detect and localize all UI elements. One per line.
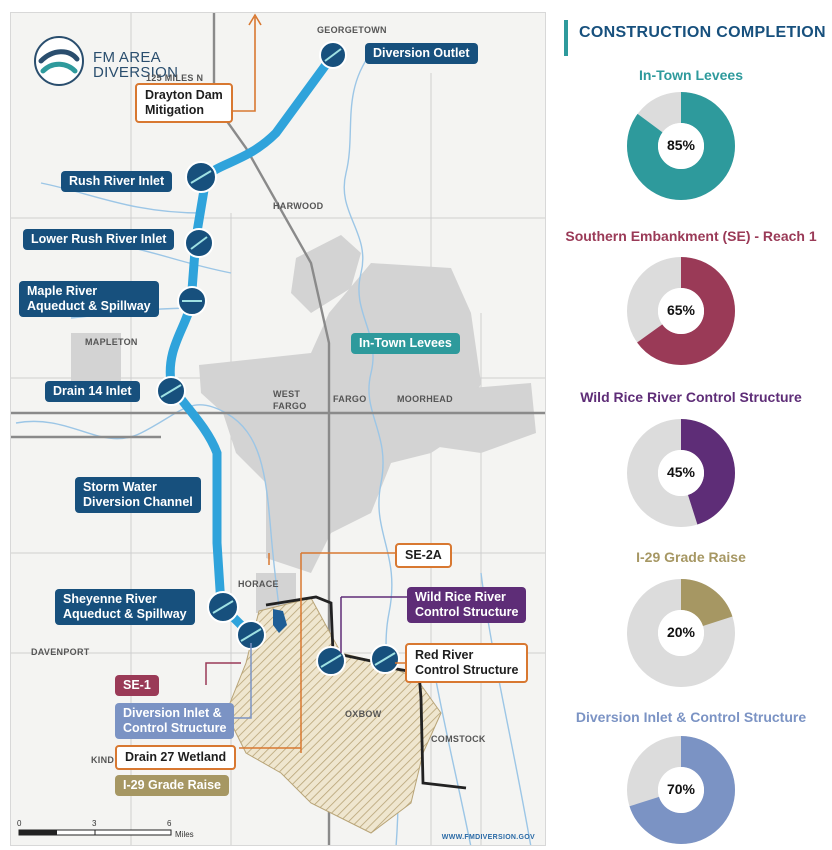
callout-red-river-control-structure: Red River Control Structure: [405, 643, 529, 683]
place-mapleton: MAPLETON: [85, 337, 138, 347]
donut-chart-3: [627, 579, 735, 687]
place-oxbow: OXBOW: [345, 709, 382, 719]
logo-text: FM AREA DIVERSION: [93, 50, 178, 80]
scale-label-3: 3: [92, 819, 97, 828]
project-map: FM AREA DIVERSION GEORGETOWN 125 MILES N…: [10, 12, 546, 846]
callout-i29-grade-raise: I-29 Grade Raise: [115, 775, 229, 796]
place-west-fargo-2: FARGO: [273, 401, 307, 411]
callout-se-1: SE-1: [115, 675, 159, 696]
callout-storm-water-diversion-channel: Storm Water Diversion Channel: [75, 477, 201, 513]
callout-drayton-dam-mitigation: Drayton Dam Mitigation: [135, 83, 233, 123]
callout-sheyenne-river-aqueduct: Sheyenne River Aqueduct & Spillway: [55, 589, 195, 625]
place-kindred: KIND: [91, 755, 115, 765]
scale-label-6: 6: [167, 819, 172, 828]
callout-diversion-outlet: Diversion Outlet: [365, 43, 478, 64]
donut-label-4: 70%: [666, 781, 696, 797]
donut-arc: [627, 419, 735, 527]
map-canvas: [11, 13, 545, 845]
callout-se-2a: SE-2A: [395, 543, 452, 568]
donut-chart-1: [627, 257, 735, 365]
donut-label-2: 45%: [666, 464, 696, 480]
construction-completion-panel: CONSTRUCTION COMPLETION In-Town Levees 8…: [555, 12, 827, 846]
place-georgetown: GEORGETOWN: [317, 25, 387, 35]
donut-arc: [627, 257, 735, 365]
logo-line-2: DIVERSION: [93, 64, 179, 81]
scale-bar: [18, 829, 172, 836]
callout-maple-river-aqueduct: Maple River Aqueduct & Spillway: [19, 281, 159, 317]
donut-arc: [627, 579, 735, 687]
donut-label-0: 85%: [666, 137, 696, 153]
item-title-3: I-29 Grade Raise: [636, 549, 746, 565]
donut-label-1: 65%: [666, 302, 696, 318]
callout-diversion-inlet-control-structure: Diversion Inlet & Control Structure: [115, 703, 235, 739]
place-comstock: COMSTOCK: [431, 734, 486, 744]
website-link[interactable]: WWW.FMDIVERSION.GOV: [441, 834, 535, 841]
donut-chart-2: [627, 419, 735, 527]
place-davenport: DAVENPORT: [31, 647, 90, 657]
place-horace: HORACE: [238, 579, 279, 589]
panel-title: CONSTRUCTION COMPLETION: [579, 24, 826, 41]
diversion-channel: [165, 50, 338, 636]
callout-drain-27-wetland: Drain 27 Wetland: [115, 745, 237, 770]
place-west-fargo-1: WEST: [273, 389, 301, 399]
place-harwood: HARWOOD: [273, 201, 324, 211]
callout-rush-river-inlet: Rush River Inlet: [61, 171, 173, 192]
callout-lower-rush-river-inlet: Lower Rush River Inlet: [23, 229, 175, 250]
structure-marker-detail: [160, 48, 396, 668]
donut-label-3: 20%: [666, 624, 696, 640]
item-title-2: Wild Rice River Control Structure: [580, 389, 802, 405]
logo-line-1: FM AREA: [93, 49, 161, 66]
item-title-1: Southern Embankment (SE) - Reach 1: [565, 228, 817, 244]
item-title-0: In-Town Levees: [639, 67, 743, 83]
place-miles-marker: 125 MILES N: [146, 73, 204, 83]
callout-in-town-levees: In-Town Levees: [351, 333, 460, 354]
logo-symbol: [34, 36, 84, 86]
item-title-4: Diversion Inlet & Control Structure: [575, 709, 807, 725]
structure-markers: [156, 41, 400, 676]
place-moorhead: MOORHEAD: [397, 394, 453, 404]
donut-chart-4: [627, 736, 735, 844]
place-fargo: FARGO: [333, 394, 367, 404]
drain-27-wetland-area: [273, 609, 287, 633]
donut-chart-0: [627, 92, 735, 200]
donut-arc: [627, 736, 735, 844]
callout-drain-14-inlet: Drain 14 Inlet: [45, 381, 140, 402]
scale-label-0: 0: [17, 819, 22, 828]
donut-arc: [627, 92, 735, 200]
scale-unit: Miles: [175, 830, 194, 839]
title-accent-bar: [564, 20, 568, 56]
callout-wild-rice-river-control-structure: Wild Rice River Control Structure: [407, 587, 527, 623]
